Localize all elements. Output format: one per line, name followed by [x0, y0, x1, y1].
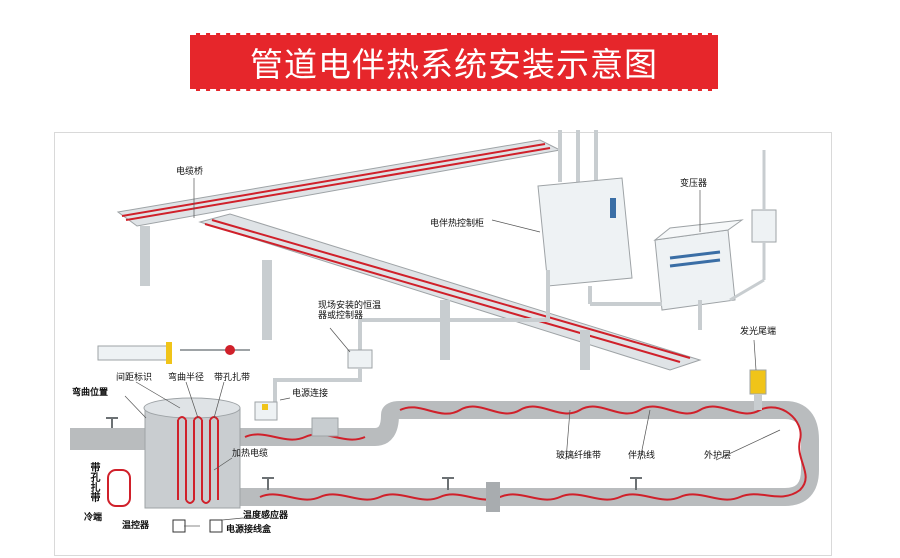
label-control-cabinet: 电伴热控制柜: [430, 219, 485, 229]
label-light-end: 发光尾端: [740, 327, 777, 337]
pipe-loop: [238, 401, 819, 512]
label-bend-radius: 弯曲半径: [168, 373, 205, 383]
label-cold-end: 冷端: [84, 513, 103, 523]
spacing-mark-inset: [97, 342, 250, 364]
label-bend-position: 弯曲位置: [72, 388, 109, 398]
tank: [70, 397, 241, 533]
label-hole-tie-vertical: 带孔扎带: [88, 462, 99, 502]
label-spacing-mark: 间距标识: [116, 373, 153, 383]
leader-lines: [124, 178, 781, 527]
junction-box-top: [729, 150, 777, 302]
label-temp-sensor: 温度感应器: [243, 511, 289, 521]
power-connection-box: [254, 401, 278, 421]
label-junction-box: 电源接线盒: [226, 525, 272, 535]
bridge-support: [140, 226, 150, 286]
label-thermostat: 温控器: [122, 521, 150, 531]
diagram-frame: [54, 132, 832, 556]
bridge-support: [580, 330, 590, 370]
field-thermostat-box: [347, 349, 373, 369]
valves: [106, 417, 642, 490]
bridge-support: [440, 300, 450, 360]
control-cabinet: [537, 130, 633, 287]
label-outer-jacket: 外护层: [704, 451, 732, 461]
label-power-connection: 电源连接: [292, 389, 329, 399]
light-end: [749, 369, 767, 410]
label-tracing-cable: 伴热线: [628, 451, 656, 461]
label-fiberglass-tape: 玻璃纤维带: [556, 451, 602, 461]
cable-bridge: [116, 139, 702, 371]
label-heating-cable: 加热电缆: [232, 449, 269, 459]
transformer: [588, 219, 744, 330]
bridge-support: [262, 260, 272, 340]
label-hole-tie: 带孔扎带: [214, 373, 251, 383]
label-field-thermostat: 现场安装的恒温器或控制器: [318, 301, 382, 321]
label-transformer: 变压器: [680, 179, 708, 189]
page-title: 管道电伴热系统安装示意图: [250, 45, 658, 84]
title-banner: 管道电伴热系统安装示意图: [190, 33, 718, 91]
label-cable-bridge: 电缆桥: [176, 167, 204, 177]
